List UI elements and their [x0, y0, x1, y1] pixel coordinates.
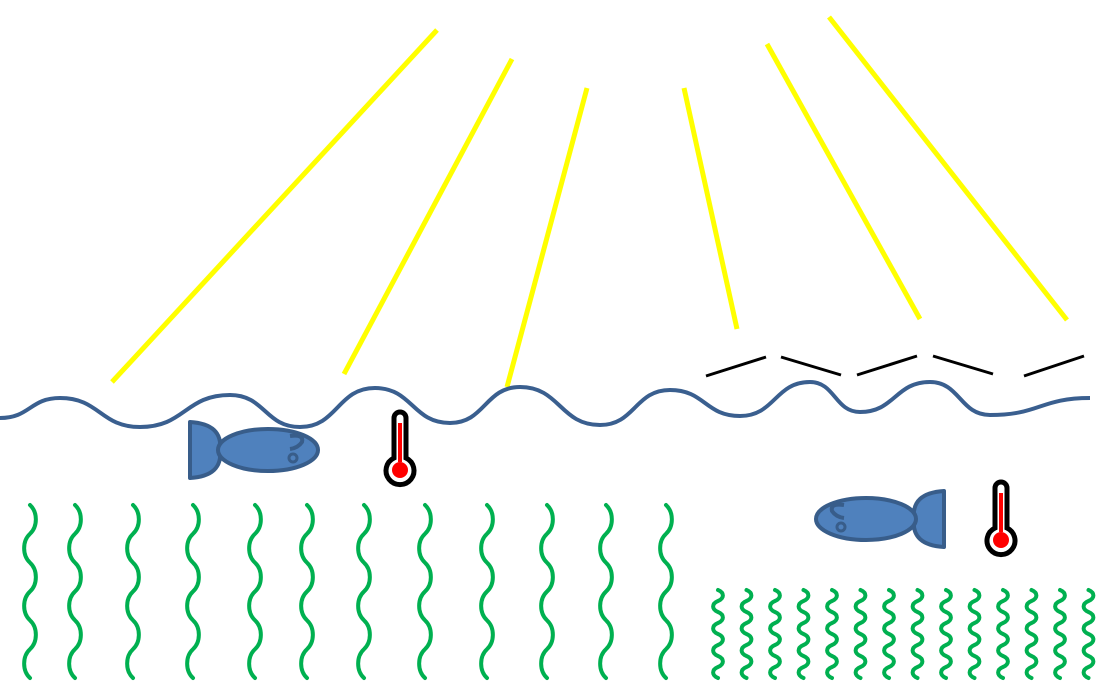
ice-dash	[780, 355, 842, 377]
sun-ray	[827, 15, 1069, 322]
ice-dash	[705, 355, 767, 378]
seaweed	[185, 503, 201, 680]
thermometer-icon	[984, 479, 1018, 558]
fish-icon	[188, 420, 320, 480]
seaweed	[1081, 588, 1096, 680]
seaweed	[1024, 588, 1039, 680]
ice-dash	[856, 354, 918, 377]
seaweed	[996, 588, 1010, 680]
seaweed	[356, 503, 372, 680]
thermometer-bulb	[993, 532, 1009, 548]
seaweed	[67, 503, 83, 680]
seaweed	[739, 588, 754, 680]
ice-dash	[1023, 354, 1085, 378]
seaweed	[598, 503, 614, 680]
seaweed	[299, 503, 315, 680]
sun-ray	[341, 57, 515, 376]
sun-ray	[504, 87, 590, 388]
ice-dash	[932, 354, 994, 376]
sun-ray	[110, 28, 439, 384]
seaweed	[711, 588, 725, 680]
thermometer-icon	[383, 409, 417, 488]
water-surface-wave	[0, 379, 1091, 430]
seaweed	[967, 588, 982, 680]
seaweed	[939, 588, 953, 680]
seaweed	[417, 503, 433, 680]
seaweed	[479, 503, 495, 680]
fish-gill	[829, 502, 845, 520]
fish-tail	[188, 420, 223, 480]
seaweed	[853, 588, 868, 680]
fish-body	[814, 496, 918, 542]
seaweed	[910, 588, 925, 680]
fish-body	[216, 427, 320, 473]
sun-ray	[681, 87, 740, 330]
seaweed	[1053, 588, 1067, 680]
fish-tail	[911, 489, 946, 549]
seaweed	[658, 503, 674, 680]
fish-eye	[287, 452, 299, 464]
fish-icon	[814, 489, 946, 549]
thermometer-bulb	[392, 462, 408, 478]
seaweed	[796, 588, 811, 680]
seaweed	[882, 588, 896, 680]
seaweed	[125, 503, 141, 680]
fish-gill	[289, 433, 305, 451]
fish-eye	[835, 521, 847, 533]
seaweed	[247, 503, 263, 680]
seaweed	[768, 588, 782, 680]
seaweed	[22, 503, 38, 680]
sun-ray	[764, 42, 923, 321]
seaweed	[539, 503, 555, 680]
seaweed	[825, 588, 839, 680]
